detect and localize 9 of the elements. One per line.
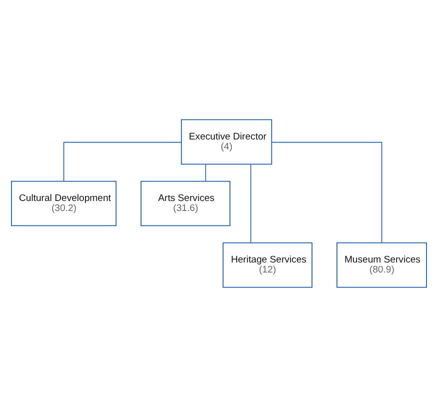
node-box: Executive Director (4): [180, 118, 272, 164]
node-box: Cultural Development (30.2): [11, 180, 117, 226]
connector: [63, 141, 182, 182]
node-box: Heritage Services (12): [222, 242, 312, 288]
node-box: Arts Services (31.6): [140, 180, 230, 226]
connector: [205, 163, 206, 182]
node-box: Museum Services (80.9): [336, 242, 427, 288]
connector: [250, 163, 252, 243]
connector: [271, 141, 382, 243]
